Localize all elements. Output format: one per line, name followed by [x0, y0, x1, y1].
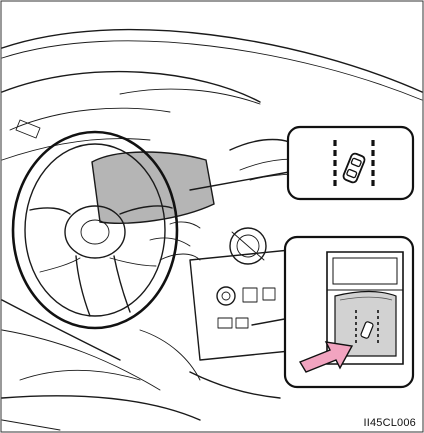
- center-console: [190, 250, 300, 360]
- figure-code: II45CL006: [363, 417, 416, 429]
- lower-dashboard: [2, 222, 280, 430]
- switch-callout: [285, 237, 413, 387]
- center-vent: [230, 228, 266, 264]
- indicator-callout: [288, 127, 413, 199]
